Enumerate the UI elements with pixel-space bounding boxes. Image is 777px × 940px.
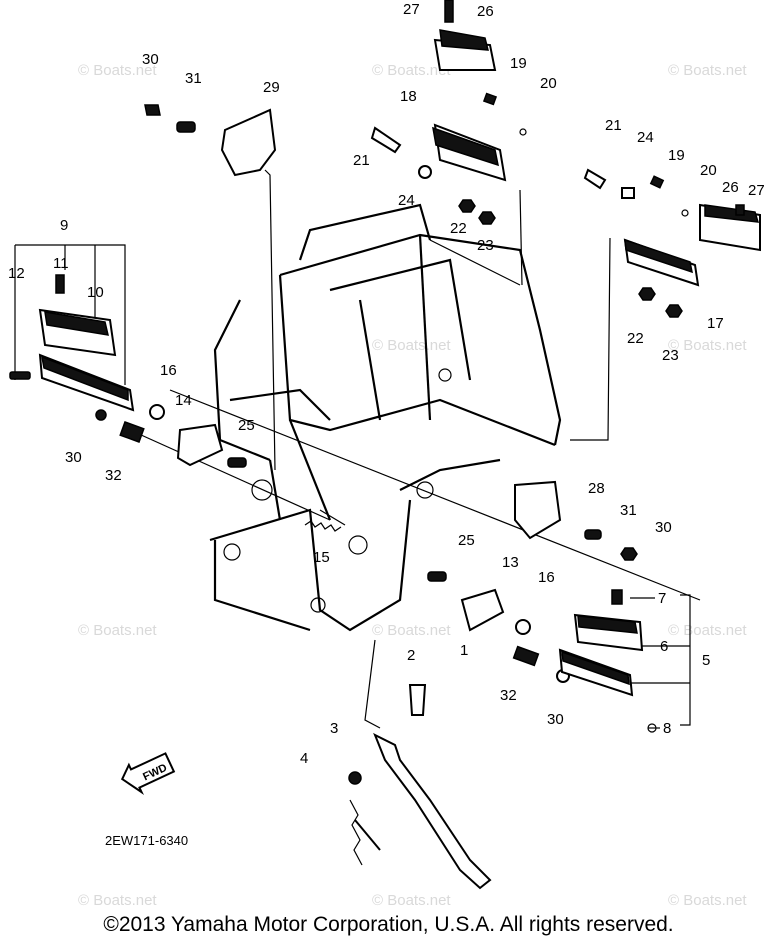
copyright-footer: ©2013 Yamaha Motor Corporation, U.S.A. A… (103, 913, 674, 936)
callout: 1 (460, 642, 468, 659)
callout: 6 (660, 638, 668, 655)
callout: 13 (502, 554, 519, 571)
callout: 26 (722, 179, 739, 196)
bracket-28 (514, 480, 562, 540)
callout: 19 (510, 55, 527, 72)
callout: 7 (658, 590, 666, 607)
callout: 11 (53, 255, 69, 272)
leader-lines (14, 169, 701, 729)
callout: 5 (702, 652, 710, 669)
callout: 4 (300, 750, 308, 767)
callout: 27 (748, 182, 765, 199)
callout: 19 (668, 147, 685, 164)
diagram-code: 2EW171-6340 (105, 833, 188, 848)
fwd-arrow-icon: FWD (120, 752, 176, 795)
callout: 31 (185, 70, 202, 87)
callout: 22 (450, 220, 467, 237)
exploded-view-drawing: © Boats.net © Boats.net © Boats.net © Bo… (8, 0, 765, 909)
callout: 22 (627, 330, 644, 347)
callout: 2 (407, 647, 415, 664)
callout-numbers: 1 2 3 4 5 6 7 8 9 10 11 12 13 14 15 16 1… (8, 1, 765, 767)
pivot-bolt (408, 684, 427, 716)
watermark: © Boats.net (78, 62, 157, 79)
callout: 9 (60, 217, 68, 234)
watermark: © Boats.net (372, 62, 451, 79)
callout: 25 (458, 532, 475, 549)
watermark: © Boats.net (372, 892, 451, 909)
callout: 25 (238, 417, 255, 434)
callout: 20 (700, 162, 717, 179)
callout: 23 (477, 237, 494, 254)
watermark-group: © Boats.net © Boats.net © Boats.net © Bo… (78, 62, 747, 909)
watermark: © Boats.net (668, 892, 747, 909)
callout: 27 (403, 1, 420, 18)
watermark: © Boats.net (668, 337, 747, 354)
callout: 15 (313, 549, 330, 566)
callout: 8 (663, 720, 671, 737)
bracket-29 (220, 108, 277, 177)
callout: 30 (65, 449, 82, 466)
bolt (444, 0, 454, 23)
watermark: © Boats.net (372, 622, 451, 639)
watermark: © Boats.net (668, 622, 747, 639)
callout: 10 (87, 284, 104, 301)
callout: 23 (662, 347, 679, 364)
callout: 21 (605, 117, 622, 134)
callout: 28 (588, 480, 605, 497)
callout: 17 (707, 315, 724, 332)
callout: 30 (655, 519, 672, 536)
parts (9, 0, 761, 890)
callout: 21 (353, 152, 370, 169)
bracket-13 (460, 588, 505, 632)
callout: 26 (477, 3, 494, 20)
callout: 31 (620, 502, 637, 519)
callout: 30 (142, 51, 159, 68)
watermark: © Boats.net (668, 62, 747, 79)
callout: 24 (398, 192, 415, 209)
callout: 32 (500, 687, 517, 704)
watermark: © Boats.net (372, 337, 451, 354)
callout: 3 (330, 720, 338, 737)
callout: 14 (175, 392, 192, 409)
callout: 30 (547, 711, 564, 728)
callout: 24 (637, 129, 654, 146)
callout: 32 (105, 467, 122, 484)
watermark: © Boats.net (78, 892, 157, 909)
callout: 12 (8, 265, 25, 282)
sidestand (373, 732, 492, 890)
watermark: © Boats.net (78, 622, 157, 639)
bracket-14 (176, 423, 224, 467)
callout: 18 (400, 88, 417, 105)
callout: 16 (538, 569, 555, 586)
frame (209, 203, 562, 632)
callout: 20 (540, 75, 557, 92)
callout: 16 (160, 362, 177, 379)
callout: 29 (263, 79, 280, 96)
